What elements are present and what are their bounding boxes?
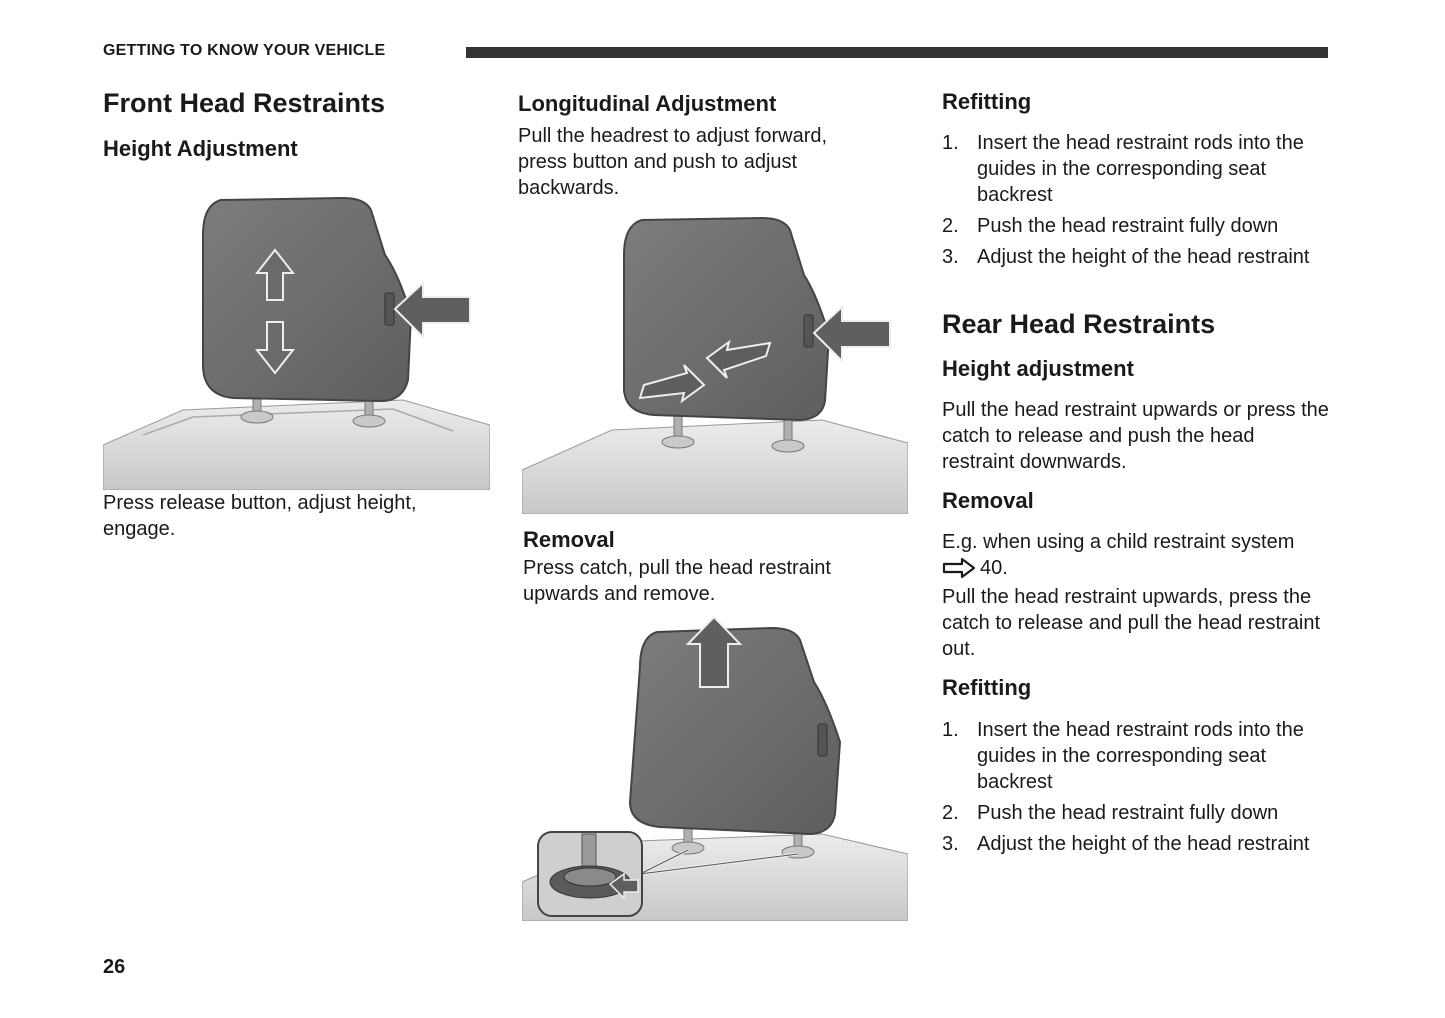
refitting-steps: 1.Insert the head restraint rods into th…	[942, 130, 1332, 275]
page-number: 26	[103, 956, 126, 978]
longitudinal-heading: Longitudinal Adjustment	[518, 91, 777, 116]
press-arrow-icon	[812, 304, 891, 364]
release-button	[803, 314, 814, 348]
rear-refitting-steps: 1.Insert the head restraint rods into th…	[942, 717, 1332, 862]
arrow-backward-icon	[638, 364, 706, 404]
rear-removal-heading: Removal	[942, 488, 1034, 513]
rear-height-heading: Height adjustment	[942, 356, 1134, 381]
catch-detail-inset	[537, 831, 643, 917]
list-item: 3.Adjust the height of the head restrain…	[942, 833, 1310, 855]
height-adjustment-heading: Height Adjustment	[103, 136, 298, 161]
height-adjustment-figure	[103, 195, 490, 490]
removal-text: Press catch, pull the head restraint upw…	[523, 557, 831, 605]
seat-backrest	[103, 399, 490, 490]
page-reference[interactable]: 40.	[942, 555, 1332, 581]
arrow-down-icon	[254, 321, 296, 375]
arrow-up-icon	[254, 248, 296, 301]
page-reference-arrow-icon	[942, 557, 976, 579]
rear-removal-text: E.g. when using a child restraint system…	[942, 529, 1332, 662]
section-label: GETTING TO KNOW YOUR VEHICLE	[103, 42, 386, 59]
rear-refitting-heading: Refitting	[942, 675, 1032, 700]
release-button	[384, 292, 395, 326]
front-restraints-title: Front Head Restraints	[103, 88, 386, 118]
removal-heading: Removal	[523, 527, 615, 552]
press-arrow-icon	[393, 280, 471, 340]
list-item: 1.Insert the head restraint rods into th…	[942, 719, 1304, 793]
longitudinal-figure	[522, 215, 908, 514]
removal-figure	[522, 612, 908, 921]
seat-backrest	[522, 419, 908, 514]
rear-height-text: Pull the head restraint upwards or press…	[942, 399, 1329, 473]
longitudinal-text: Pull the headrest to adjust forward, pre…	[518, 125, 828, 199]
list-item: 2.Push the head restraint fully down	[942, 802, 1279, 824]
arrow-up-remove-icon	[685, 615, 743, 688]
head-restraint	[202, 196, 413, 403]
list-item: 1.Insert the head restraint rods into th…	[942, 132, 1304, 206]
head-restraint	[628, 626, 842, 836]
header-bar	[466, 47, 1328, 58]
head-restraint	[623, 216, 831, 422]
rear-restraints-title: Rear Head Restraints	[942, 309, 1216, 339]
refitting-heading: Refitting	[942, 89, 1032, 114]
height-adjustment-caption: Press release button, adjust height, eng…	[103, 492, 417, 540]
list-item: 3.Adjust the height of the head restrain…	[942, 246, 1310, 268]
list-item: 2.Push the head restraint fully down	[942, 215, 1279, 237]
arrow-forward-icon	[705, 339, 772, 379]
press-catch-arrow-icon	[608, 872, 639, 900]
